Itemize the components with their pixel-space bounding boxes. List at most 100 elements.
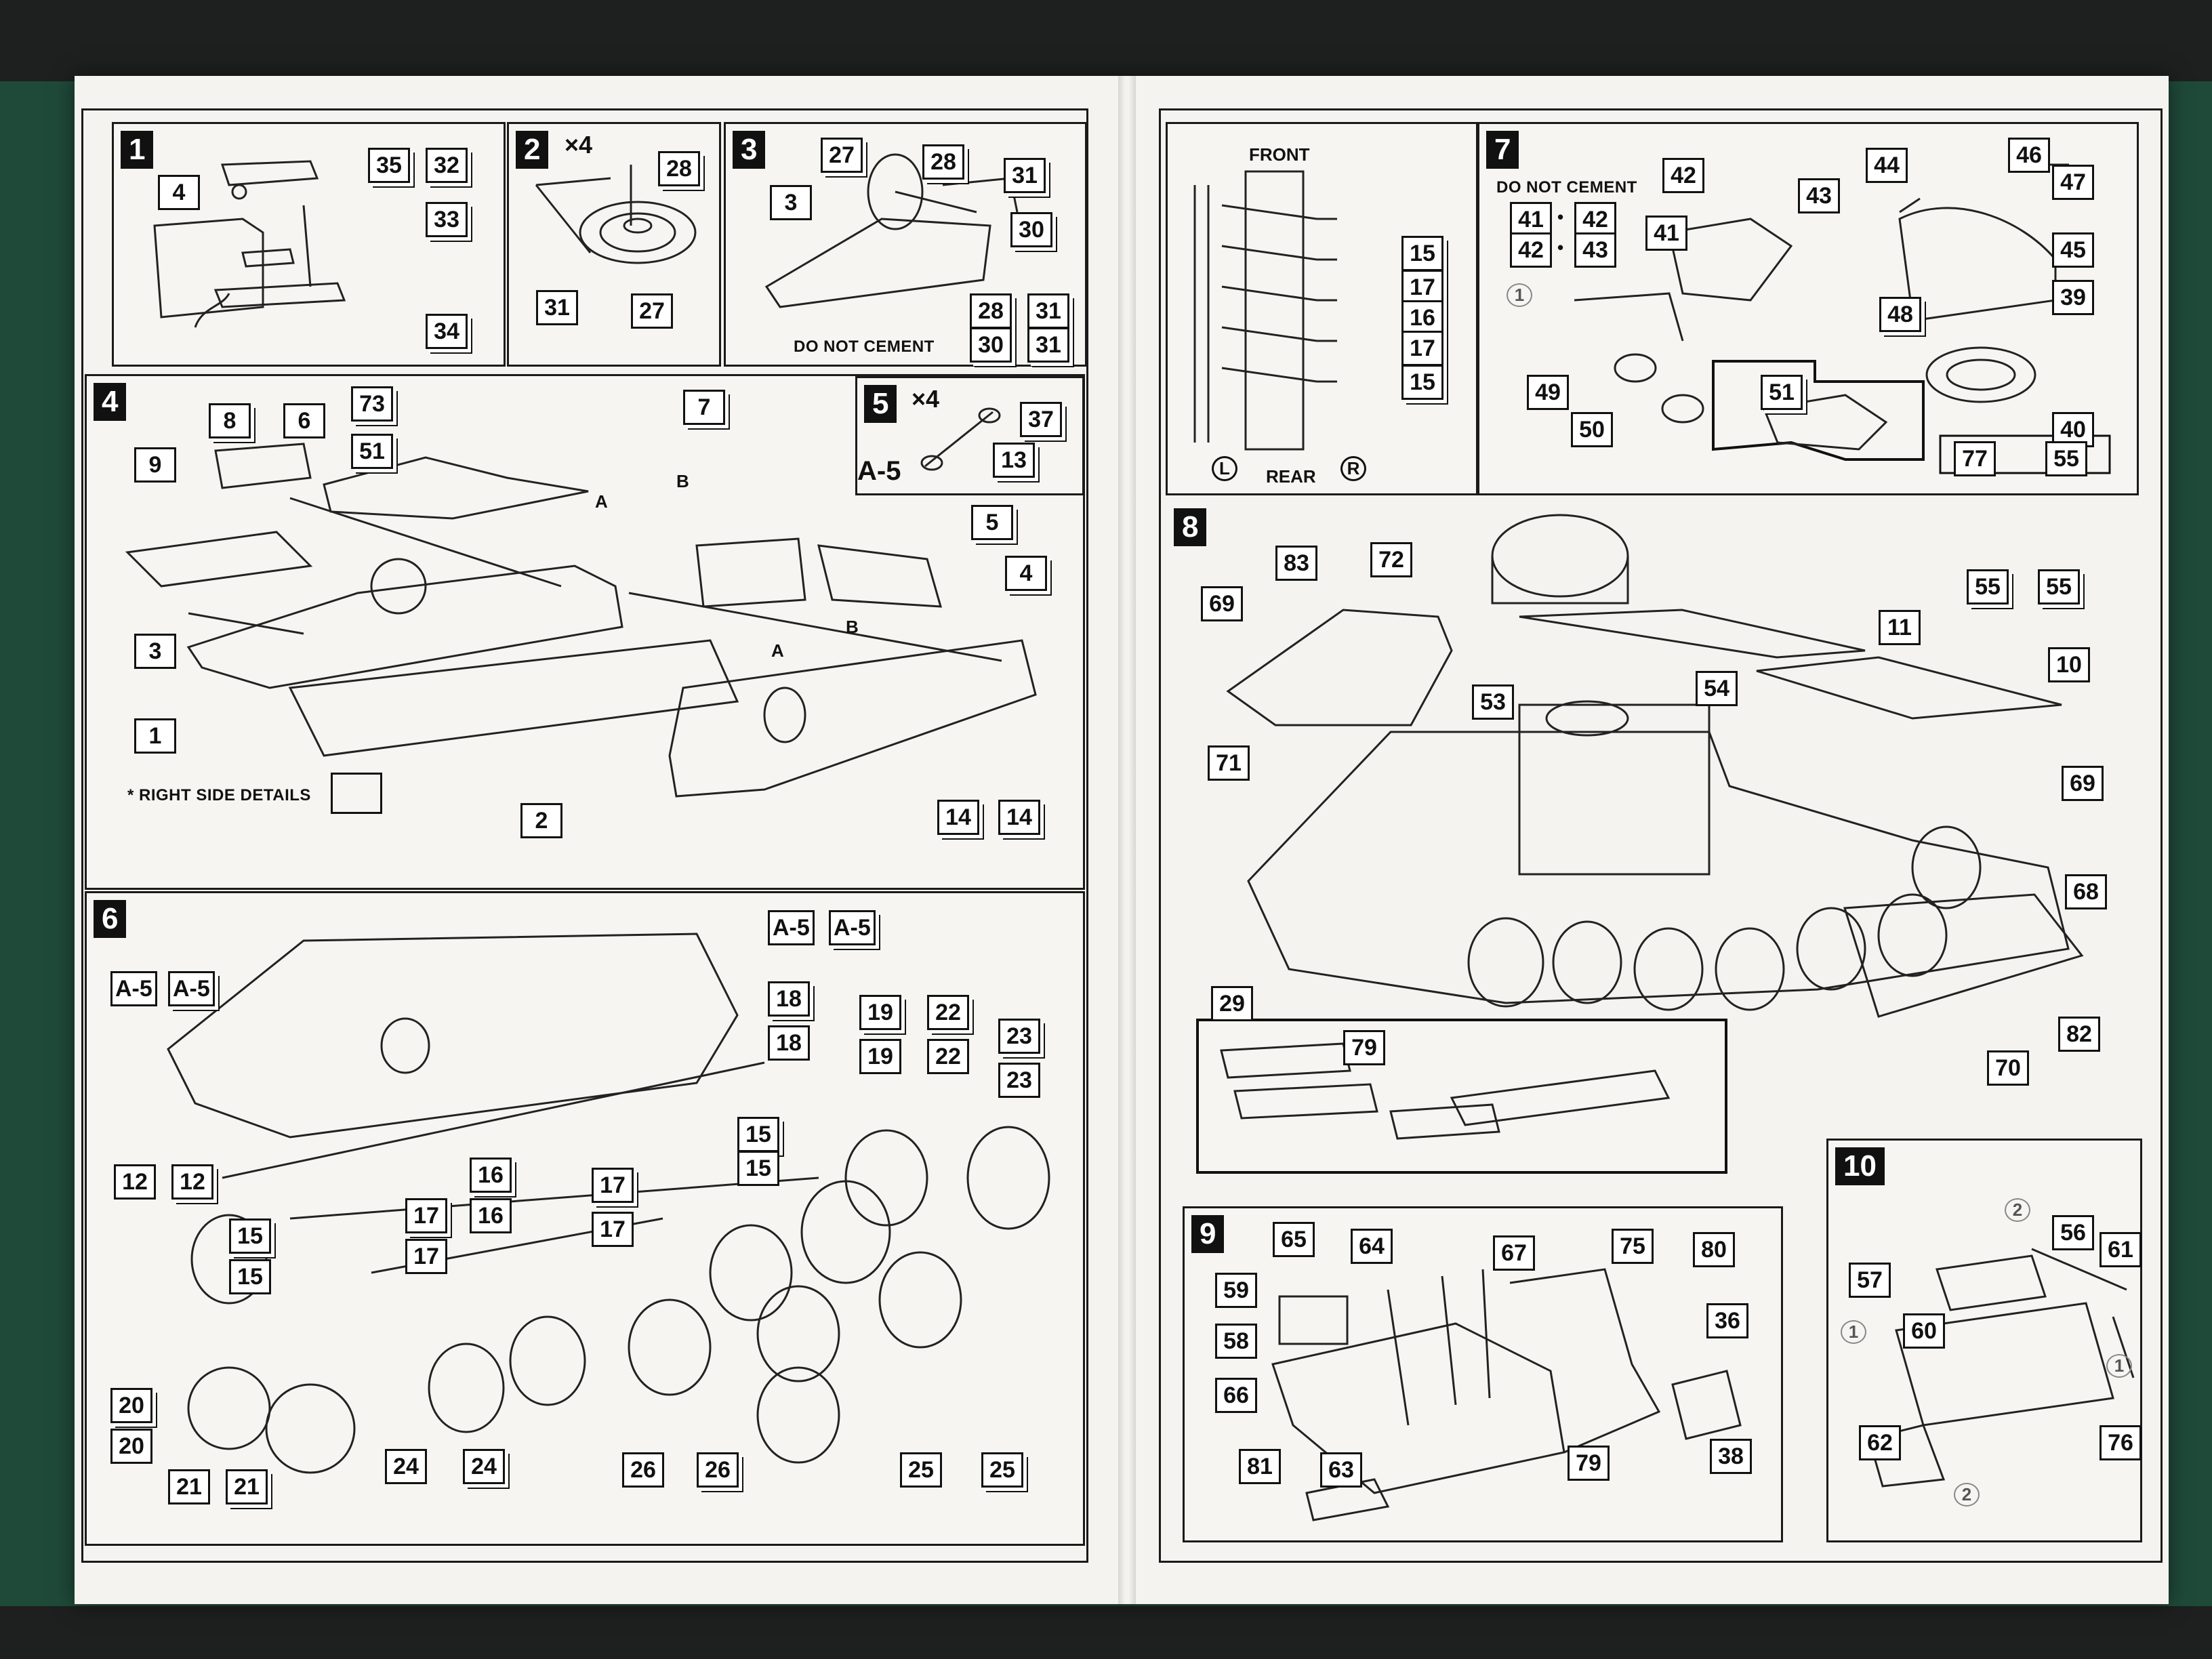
- track-orientation-panel: FRONT REAR L R 15 17 16 17 15: [1166, 122, 1478, 495]
- part-number-box: 39: [2052, 280, 2094, 315]
- part-number-box: 9: [134, 447, 176, 483]
- part-number-box: 54: [1696, 671, 1738, 706]
- part-number-box: 24: [385, 1449, 427, 1484]
- rear-label: REAR: [1266, 466, 1316, 487]
- step-10-panel: 10 56 61 57 60 62 76 2 1 1 2: [1826, 1139, 2142, 1542]
- part-number-box: 38: [1710, 1439, 1752, 1474]
- step-number-badge: 10: [1835, 1147, 1885, 1185]
- part-number-box: 69: [1201, 586, 1243, 621]
- part-number-box: 43: [1798, 178, 1840, 213]
- front-label: FRONT: [1249, 144, 1310, 165]
- part-number-box: 68: [2065, 874, 2107, 909]
- callout-hexagon: 1: [1841, 1320, 1866, 1344]
- part-number-box: 31: [1027, 293, 1069, 329]
- part-number-box: 69: [2062, 766, 2104, 801]
- part-number-box: 33: [426, 202, 468, 237]
- part-number-box: 3: [134, 634, 176, 669]
- part-number-box: 60: [1903, 1313, 1945, 1349]
- exploded-assembly-drawing: [1196, 514, 2084, 1174]
- step-number-badge: 6: [94, 900, 127, 938]
- part-number-box: A-5: [110, 971, 157, 1006]
- part-number-box: 22: [927, 995, 969, 1030]
- part-number-box: 17: [405, 1198, 447, 1233]
- exploded-assembly-drawing: [153, 160, 346, 328]
- part-number-box: 14: [937, 800, 979, 835]
- part-number-box: 15: [737, 1117, 779, 1152]
- part-number-box: 76: [2100, 1425, 2142, 1460]
- part-number-box: 27: [821, 138, 863, 173]
- part-number-box: 23: [998, 1063, 1040, 1098]
- part-number-box: 13: [993, 443, 1035, 478]
- part-number-box: 10: [2048, 647, 2090, 682]
- part-number-box: 58: [1215, 1324, 1257, 1359]
- step-7-panel: 7 DO NOT CEMENT 41 • 42 42 • 43 42 43 41…: [1477, 122, 2139, 495]
- right-page-frame: [1159, 108, 2163, 1563]
- part-number-box: 75: [1612, 1229, 1654, 1264]
- part-number-box: 47: [2052, 165, 2094, 200]
- part-number-box: 34: [426, 314, 468, 349]
- assembly-letter: B: [846, 617, 859, 637]
- part-number-box: 41: [1510, 202, 1552, 237]
- exploded-assembly-drawing: [1868, 1248, 2135, 1488]
- part-number-box: 64: [1351, 1229, 1393, 1264]
- part-number-box: 2: [520, 803, 562, 838]
- part-number-box: 46: [2008, 138, 2050, 173]
- part-number-box: 51: [351, 434, 393, 469]
- part-number-box: 45: [2052, 232, 2094, 268]
- part-number-box: 8: [209, 403, 251, 438]
- part-number-box: 73: [351, 386, 393, 422]
- part-number-box: 17: [1401, 331, 1443, 366]
- part-number-box: 17: [592, 1212, 634, 1247]
- part-number-box: 50: [1571, 412, 1613, 447]
- step-9-panel: 9 65 64 67 75 80 59 58 36 66 81 63 79 38: [1183, 1206, 1783, 1542]
- part-number-box: 79: [1568, 1446, 1610, 1481]
- step-3-panel: 3 27 28 31 3 30 DO NOT CEMENT 28 31 30 3…: [724, 122, 1087, 367]
- part-number-box: 16: [470, 1158, 512, 1193]
- part-number-box: 25: [981, 1452, 1023, 1488]
- step-8-panel: 8 83 72 69 11 10: [1167, 501, 2136, 1206]
- part-number-box: 32: [426, 148, 468, 183]
- left-page-frame: [81, 108, 1088, 1563]
- part-number-box: 55: [2038, 569, 2080, 605]
- part-number-box: 20: [110, 1429, 152, 1464]
- multiplier-label: ×4: [565, 131, 593, 159]
- step-2-panel: 2 ×4 28 31 27: [507, 122, 721, 367]
- part-number-box: 27: [631, 293, 673, 329]
- part-number-box: 30: [970, 327, 1012, 363]
- step-number-badge: 2: [516, 131, 549, 169]
- part-number-box: 7: [683, 390, 725, 425]
- part-number-box: 36: [1706, 1303, 1748, 1338]
- part-number-box: 16: [470, 1198, 512, 1233]
- part-number-box: 18: [768, 1025, 810, 1061]
- part-number-box: 65: [1273, 1222, 1315, 1257]
- part-number-box: 4: [1005, 556, 1047, 591]
- part-number-box: 15: [737, 1151, 779, 1186]
- step-5-panel: 5 ×4 A-5 37 13: [855, 376, 1084, 495]
- step-6-panel: 6 A-5 A-5 A-5 A-5 18 18 19 19 22 22 23 2…: [85, 891, 1085, 1546]
- step-number-badge: 1: [121, 131, 154, 169]
- part-number-box: 44: [1866, 148, 1908, 183]
- part-number-box: 28: [658, 151, 700, 186]
- part-number-box: 17: [1401, 270, 1443, 305]
- callout-hexagon: 2: [2005, 1198, 2030, 1222]
- part-number-box: 20: [110, 1388, 152, 1423]
- do-not-cement-note: DO NOT CEMENT: [794, 337, 935, 356]
- part-number-box: 72: [1370, 542, 1412, 577]
- part-number-box: 37: [1020, 402, 1062, 437]
- part-number-box: 51: [1761, 375, 1803, 410]
- step-number-badge: 4: [94, 383, 127, 421]
- part-number-box: 17: [592, 1168, 634, 1203]
- exploded-assembly-drawing: [167, 933, 1050, 1474]
- part-number-box: 62: [1859, 1425, 1901, 1460]
- part-number-box: 26: [697, 1452, 739, 1488]
- right-marker: R: [1340, 456, 1366, 481]
- part-number-box: A-5: [768, 910, 815, 945]
- part-number-box: 5: [971, 505, 1013, 540]
- part-number-box: 15: [1401, 365, 1443, 400]
- part-number-box: 79: [1343, 1030, 1385, 1065]
- part-number-box: 81: [1239, 1449, 1281, 1484]
- part-number-box: 53: [1472, 684, 1514, 720]
- part-number-box: 14: [998, 800, 1040, 835]
- part-number-box: 82: [2058, 1017, 2100, 1052]
- part-number-box: 57: [1849, 1263, 1891, 1298]
